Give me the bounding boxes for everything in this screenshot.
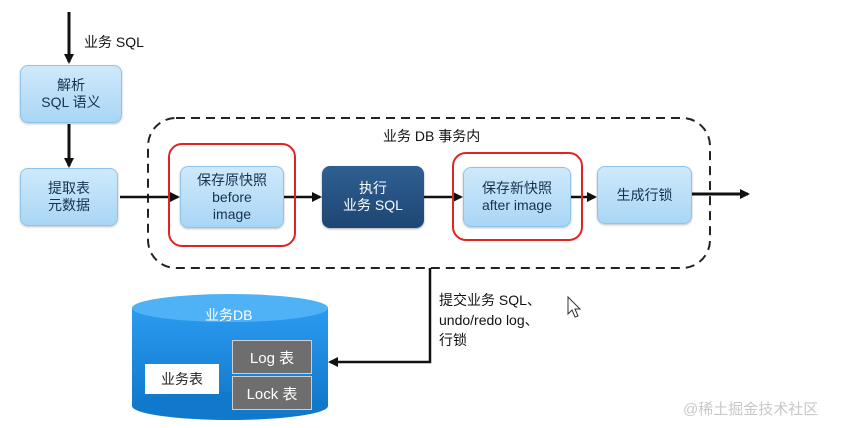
save-before-image-text: 保存原快照 before image xyxy=(197,171,267,222)
save-after-image-text: 保存新快照 after image xyxy=(481,180,553,213)
extract-metadata-box: 提取表 元数据 xyxy=(20,168,118,226)
arrow-commit xyxy=(328,268,432,367)
highlight-before xyxy=(168,143,296,247)
business-table: 业务表 xyxy=(145,364,219,394)
extract-metadata-text: 提取表 元数据 xyxy=(48,180,90,213)
highlight-after xyxy=(452,152,583,241)
log-table: Log 表 xyxy=(232,340,312,374)
parse-sql-box: 解析 SQL 语义 xyxy=(20,65,122,123)
database-title: 业务DB xyxy=(205,307,253,323)
execute-sql-box: 执行 业务 SQL xyxy=(322,166,424,228)
save-before-image-box: 保存原快照 before image xyxy=(180,166,284,228)
input-sql-label: 业务 SQL xyxy=(84,34,144,50)
generate-lock-box: 生成行锁 xyxy=(597,166,692,224)
save-after-image-box: 保存新快照 after image xyxy=(463,167,571,227)
commit-label: 提交业务 SQL、 undo/redo log、 行锁 xyxy=(439,292,541,348)
cursor-icon xyxy=(567,295,582,318)
transaction-label: 业务 DB 事务内 xyxy=(383,128,481,144)
execute-sql-text: 执行 业务 SQL xyxy=(343,180,403,213)
parse-sql-text: 解析 SQL 语义 xyxy=(41,77,101,110)
generate-lock-text: 生成行锁 xyxy=(616,186,673,203)
lock-table: Lock 表 xyxy=(232,376,312,410)
watermark: @稀土掘金技术社区 xyxy=(683,401,819,418)
